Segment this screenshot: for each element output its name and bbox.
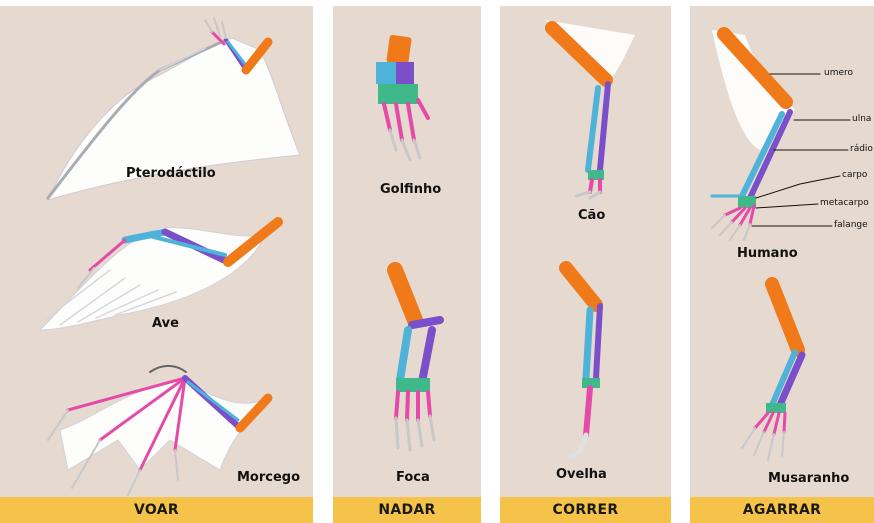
shrew-limb	[742, 284, 802, 460]
sheep-leg	[566, 268, 600, 456]
bone-label-ulna: ulna	[852, 114, 871, 124]
animal-name-bat: Morcego	[237, 470, 300, 485]
bat-wing	[48, 366, 268, 495]
bone-label-radio: rádio	[850, 144, 873, 154]
human-arm	[712, 30, 850, 240]
dog-leg	[545, 20, 635, 198]
animal-name-bird: Ave	[152, 316, 179, 331]
bone-label-umero: umero	[824, 68, 853, 78]
animal-name-human: Humano	[737, 246, 798, 261]
seal-flipper	[395, 270, 440, 450]
animal-name-dog: Cão	[578, 208, 605, 223]
animal-name-shrew: Musaranho	[768, 471, 849, 486]
bone-label-metacarpo: metacarpo	[820, 198, 869, 208]
dolphin-flipper	[376, 35, 428, 160]
bone-label-falange: falange	[834, 220, 868, 230]
bone-label-carpo: carpo	[842, 170, 867, 180]
bird-wing	[40, 222, 278, 330]
animal-name-sheep: Ovelha	[556, 467, 607, 482]
animal-name-pterodactyl: Pterodáctilo	[126, 166, 216, 181]
animal-name-seal: Foca	[396, 470, 430, 485]
animal-name-dolphin: Golfinho	[380, 182, 441, 197]
